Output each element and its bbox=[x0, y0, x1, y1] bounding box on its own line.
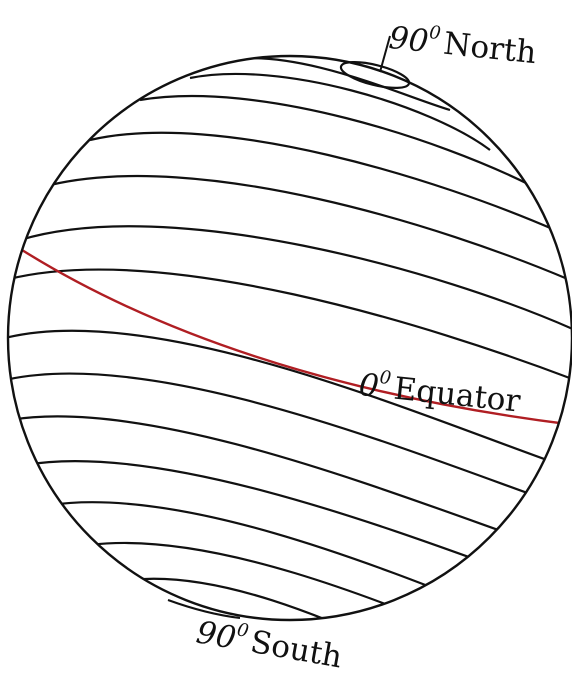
south-superscript: 0 bbox=[235, 619, 250, 642]
latitude-line-north-20 bbox=[8, 268, 572, 382]
equator-line bbox=[21, 248, 572, 427]
globe-outline bbox=[6, 54, 572, 622]
latitude-line-north-30 bbox=[19, 225, 572, 332]
equator-degrees: 0 bbox=[357, 367, 380, 405]
latitude-line-north-70 bbox=[189, 72, 491, 151]
latitude-line-north-40 bbox=[49, 174, 571, 282]
south-label: 900South bbox=[194, 612, 346, 675]
equator-name: Equator bbox=[392, 371, 522, 420]
equator-superscript: 0 bbox=[379, 367, 393, 389]
latitude-line-south-60 bbox=[89, 541, 501, 620]
north-label: 900North bbox=[387, 18, 538, 71]
north-pointer-line bbox=[379, 35, 391, 73]
latitude-line-south-70 bbox=[129, 577, 421, 620]
south-name: South bbox=[248, 624, 345, 675]
south-pole-marker bbox=[167, 599, 241, 619]
latitude-lines bbox=[8, 56, 572, 620]
latitude-line-south-40 bbox=[24, 460, 561, 592]
latitude-line-south-10 bbox=[8, 329, 572, 472]
latitude-line-north-80 bbox=[224, 56, 451, 112]
south-degrees: 90 bbox=[194, 614, 239, 656]
north-degrees: 90 bbox=[387, 20, 430, 60]
north-pole-cap bbox=[339, 61, 411, 89]
north-superscript: 0 bbox=[428, 22, 442, 44]
north-name: North bbox=[442, 26, 538, 72]
latitude-line-south-20 bbox=[8, 372, 572, 512]
latitude-line-north-60 bbox=[139, 94, 531, 186]
latitude-line-north-50 bbox=[89, 131, 556, 232]
